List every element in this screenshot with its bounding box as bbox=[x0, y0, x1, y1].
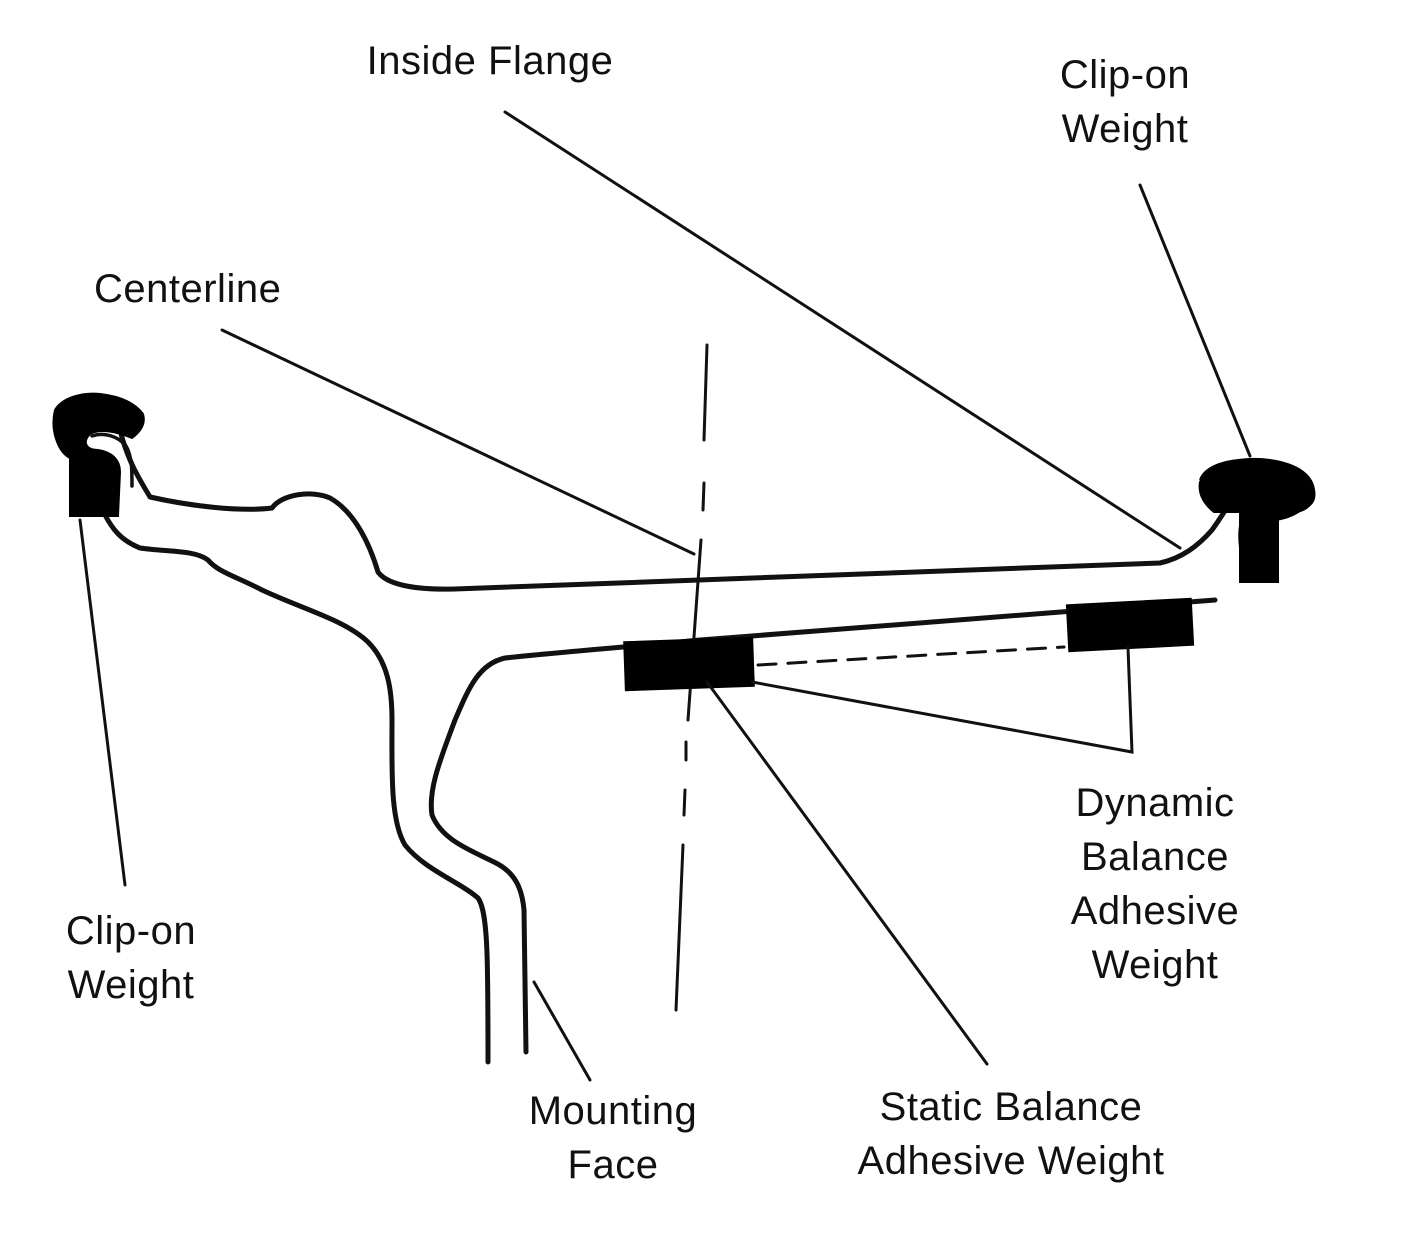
label-static-balance-adhesive-weight: Static Balance Adhesive Weight bbox=[857, 1085, 1165, 1183]
label-dynamic-balance-adhesive-weight: Dynamic Balance Adhesive Weight bbox=[1070, 781, 1240, 987]
label-centerline: Centerline bbox=[94, 267, 282, 311]
leader-dynamic-balance bbox=[750, 646, 1134, 754]
rim-inner-contour bbox=[102, 512, 491, 1065]
left-flange-bead bbox=[52, 392, 145, 517]
hub-upper-contour bbox=[428, 597, 1218, 1055]
label-clip-on-weight-left: Clip-on Weight bbox=[65, 909, 197, 1007]
label-inside-flange: Inside Flange bbox=[366, 39, 614, 83]
dynamic-balance-adhesive-weight-block bbox=[1065, 597, 1195, 653]
leader-static-balance bbox=[705, 680, 989, 1066]
label-clip-on-weight-right: Clip-on Weight bbox=[1059, 53, 1191, 151]
label-mounting-face: Mounting Face bbox=[528, 1089, 698, 1187]
static-balance-adhesive-weight-block bbox=[623, 636, 755, 692]
rim-outer-contour bbox=[117, 427, 1243, 592]
leader-clip-on-weight-right bbox=[1138, 183, 1252, 458]
weight-plane-dashed-line bbox=[756, 645, 1066, 667]
right-flange-hump bbox=[1198, 458, 1316, 514]
centerline-axis bbox=[674, 343, 709, 1012]
leader-centerline bbox=[220, 328, 696, 556]
leader-clip-on-weight-left bbox=[78, 518, 127, 887]
right-clip-on-weight-block bbox=[1239, 499, 1279, 583]
left-flange-inner bbox=[90, 432, 134, 488]
leader-mounting-face bbox=[532, 980, 592, 1082]
leader-inside-flange bbox=[503, 110, 1182, 550]
